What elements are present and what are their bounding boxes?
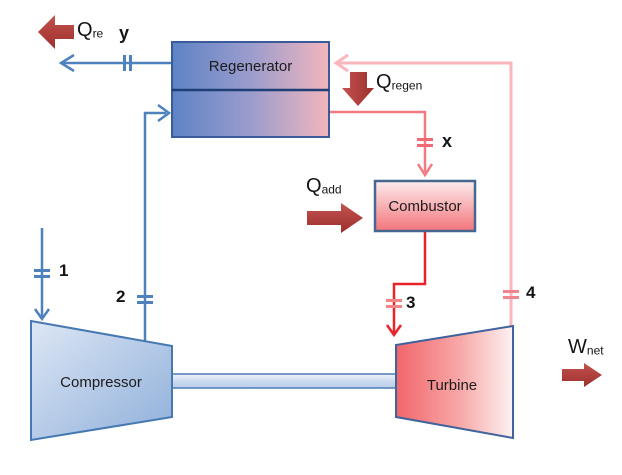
compressor-inlet-line: [33, 228, 51, 322]
q-add-label: Qadd: [306, 176, 342, 196]
turbine-label: Turbine: [396, 371, 508, 399]
w-net-symbol: W: [568, 336, 587, 358]
compressor-shape: [30, 319, 173, 442]
q-add-symbol: Q: [306, 175, 322, 197]
state-label-2: 2: [116, 288, 125, 305]
compressor-label-text: Compressor: [60, 373, 142, 391]
compressor-label: Compressor: [40, 368, 162, 396]
state-4-text: 4: [526, 283, 536, 302]
state-marker-x: [417, 138, 433, 147]
q-re-subscript: re: [92, 26, 104, 41]
regenerator-exhaust-line: [58, 53, 171, 73]
state-label-y: y: [119, 24, 129, 42]
q-regen-symbol: Q: [376, 71, 392, 93]
state-1-text: 1: [59, 261, 69, 280]
combustor-label: Combustor: [375, 181, 475, 231]
state-marker-4: [503, 290, 519, 299]
shaft: [171, 373, 397, 389]
turbine-shape: [395, 324, 514, 440]
state-label-4: 4: [526, 284, 535, 301]
q-regen-block-arrow: [342, 72, 374, 106]
q-regen-label: Qregen: [376, 72, 422, 92]
q-add-subscript: add: [321, 182, 342, 197]
state-marker-3: [386, 299, 402, 308]
state-x-text: x: [442, 131, 453, 151]
state-label-x: x: [442, 132, 452, 150]
w-net-subscript: net: [586, 343, 604, 358]
regenerator-label-text: Regenerator: [208, 57, 293, 75]
q-add-block-arrow: [307, 203, 363, 233]
state-marker-y: [123, 55, 132, 71]
state-label-3: 3: [406, 294, 415, 311]
regenerator-to-combustor-line: [329, 110, 434, 178]
state-3-text: 3: [406, 293, 416, 312]
combustor-to-turbine-line: [385, 231, 427, 338]
turbine-label-text: Turbine: [426, 376, 478, 394]
q-regen-subscript: regen: [391, 78, 423, 93]
state-marker-1: [34, 269, 50, 278]
turbine-to-regenerator-line: [333, 53, 513, 326]
w-net-label: Wnet: [568, 337, 604, 357]
combustor-box: [373, 179, 477, 233]
q-re-block-arrow: [38, 15, 74, 49]
q-re-label: Qre: [77, 20, 103, 40]
state-label-1: 1: [59, 262, 68, 279]
q-re-symbol: Q: [77, 19, 93, 41]
regenerator-label: Regenerator: [172, 42, 329, 90]
state-y-text: y: [119, 23, 130, 43]
compressor-to-regenerator-line: [143, 103, 172, 342]
w-net-block-arrow: [562, 363, 602, 387]
state-marker-2: [137, 295, 153, 304]
combustor-label-text: Combustor: [388, 197, 462, 215]
state-2-text: 2: [116, 287, 126, 306]
